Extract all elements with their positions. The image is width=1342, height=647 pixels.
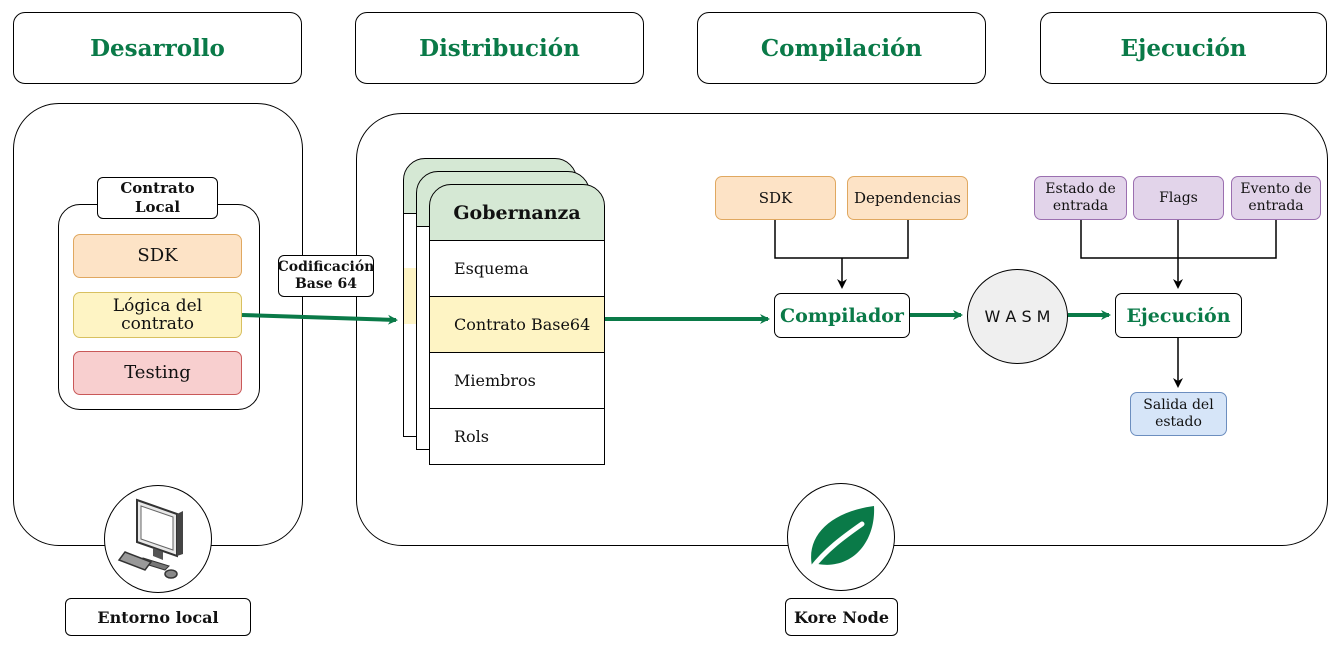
phase-ejecucion: Ejecución xyxy=(1040,12,1327,84)
wire-compile-inputs xyxy=(774,220,909,259)
compile-sdk-label: SDK xyxy=(758,189,793,207)
exec-input-flags: Flags xyxy=(1133,176,1224,220)
encoding-label-text: Codificación Base 64 xyxy=(277,259,375,292)
local-sdk-label: SDK xyxy=(137,245,178,266)
phase-desarrollo-label: Desarrollo xyxy=(90,34,225,62)
local-sdk-item: SDK xyxy=(73,234,242,278)
state-output: Salida del estado xyxy=(1130,392,1227,436)
leaf-icon xyxy=(809,506,875,571)
governance-row-esquema-label: Esquema xyxy=(454,259,529,278)
desktop-computer-icon xyxy=(117,498,183,579)
local-testing-label: Testing xyxy=(124,362,191,383)
phase-compilacion-label: Compilación xyxy=(760,34,923,62)
state-output-label: Salida del estado xyxy=(1143,397,1214,430)
encoding-label: Codificación Base 64 xyxy=(278,255,374,297)
local-contract-logic-label: Lógica del contrato xyxy=(112,296,203,334)
governance-row-esquema: Esquema xyxy=(429,241,605,297)
exec-input-event: Evento de entrada xyxy=(1231,176,1321,220)
desktop-circle xyxy=(104,485,212,593)
phase-distribucion: Distribución xyxy=(355,12,644,84)
kore-node-footer: Kore Node xyxy=(785,598,898,636)
compile-sdk-input: SDK xyxy=(715,176,836,220)
local-environment-footer: Entorno local xyxy=(65,598,251,636)
governance-header: Gobernanza xyxy=(429,184,605,241)
exec-input-state-label: Estado de entrada xyxy=(1045,181,1116,214)
governance-row-contrato: Contrato Base64 xyxy=(429,297,605,353)
governance-row-rols-label: Rols xyxy=(454,427,490,446)
governance-row-miembros-label: Miembros xyxy=(454,371,536,390)
governance-row-rols: Rols xyxy=(429,409,605,465)
exec-input-event-label: Evento de entrada xyxy=(1240,181,1312,214)
execution-label: Ejecución xyxy=(1126,304,1231,327)
local-testing-item: Testing xyxy=(73,351,242,395)
exec-input-flags-label: Flags xyxy=(1159,190,1198,206)
governance-title: Gobernanza xyxy=(453,201,581,224)
governance-row-miembros: Miembros xyxy=(429,353,605,409)
phase-ejecucion-label: Ejecución xyxy=(1120,34,1247,62)
exec-input-state: Estado de entrada xyxy=(1034,176,1127,220)
governance-row-contrato-label: Contrato Base64 xyxy=(454,315,591,334)
compiler-label: Compilador xyxy=(780,304,904,327)
wasm-node: W A S M xyxy=(967,269,1068,364)
compile-dependencies-input: Dependencias xyxy=(847,176,968,220)
execution-node: Ejecución xyxy=(1115,293,1242,338)
local-environment-footer-label: Entorno local xyxy=(97,607,219,627)
phase-desarrollo: Desarrollo xyxy=(13,12,302,84)
kore-node-footer-label: Kore Node xyxy=(793,607,890,627)
phase-distribucion-label: Distribución xyxy=(419,34,580,62)
compiler-node: Compilador xyxy=(774,293,910,338)
leaf-circle xyxy=(787,483,895,591)
phase-compilacion: Compilación xyxy=(697,12,986,84)
compile-dependencies-label: Dependencias xyxy=(853,189,962,207)
wasm-label: W A S M xyxy=(984,307,1051,326)
local-contract-title: Contrato Local xyxy=(97,177,218,219)
local-contract-title-label: Contrato Local xyxy=(120,179,195,216)
arrow-local-to-governance xyxy=(241,313,398,325)
local-contract-logic-item: Lógica del contrato xyxy=(73,292,242,338)
